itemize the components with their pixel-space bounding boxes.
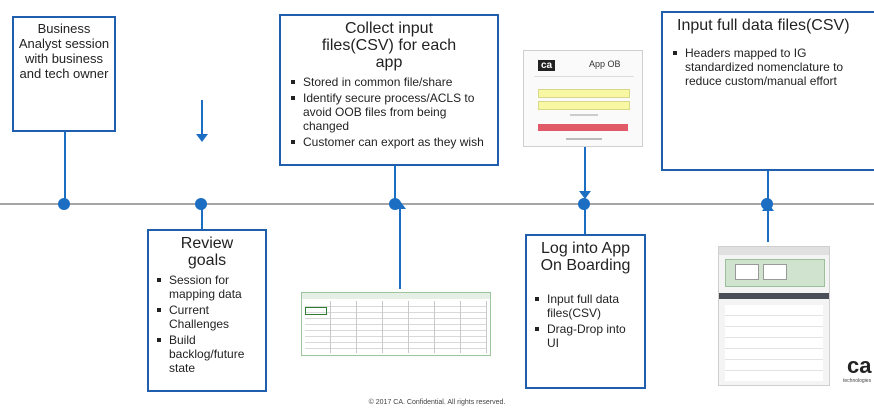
login-screenshot: ca App OB: [523, 50, 643, 147]
log-into-app-title: Log into App On Boarding: [540, 240, 631, 274]
footer-copyright: © 2017 CA. Confidential. All rights rese…: [368, 399, 506, 406]
connector-1: [64, 130, 66, 203]
list-item: Identify secure process/ACLS to avoid OO…: [291, 91, 491, 133]
ca-corner-subtext: technologies: [843, 378, 872, 384]
box-ba-session: Business Analyst session with business a…: [12, 16, 116, 132]
timeline-dot-4: [578, 198, 590, 210]
arrow-head-1: [196, 134, 208, 142]
connector-arrow-2: [399, 205, 401, 289]
timeline-line: [0, 203, 874, 205]
spreadsheet-screenshot: [301, 292, 491, 356]
timeline-dot-1: [58, 198, 70, 210]
app-ui-list: [725, 305, 823, 381]
log-into-app-list: Input full data files(CSV) Drag-Drop int…: [531, 292, 640, 350]
ba-session-text: Business Analyst session with business a…: [18, 21, 110, 81]
ca-logo: ca: [538, 60, 556, 71]
login-divider: [534, 76, 634, 77]
list-item: Session for mapping data: [157, 273, 261, 301]
list-item: Stored in common file/share: [291, 75, 491, 89]
input-full-data-list: Headers mapped to IG standardized nomenc…: [669, 46, 870, 88]
remember-text: [570, 114, 598, 116]
collect-input-list: Stored in common file/share Identify sec…: [287, 75, 491, 149]
app-ui-topbar: [719, 247, 829, 255]
review-goals-list: Session for mapping data Current Challen…: [153, 273, 261, 375]
list-item: Current Challenges: [157, 303, 261, 331]
ca-corner-logo: ca: [847, 353, 872, 378]
collect-input-title: Collect input files(CSV) for each app: [321, 20, 457, 71]
box-input-full-data: Input full data files(CSV) Headers mappe…: [661, 11, 874, 171]
connector-arrow-4: [767, 206, 769, 242]
connector-4: [584, 205, 586, 235]
input-full-data-title: Input full data files(CSV): [677, 17, 850, 34]
arrow-head-3: [579, 191, 591, 199]
list-item: Customer can export as they wish: [291, 135, 491, 149]
login-button[interactable]: [538, 124, 628, 131]
connector-3: [394, 162, 396, 203]
list-item: Input full data files(CSV): [535, 292, 640, 320]
review-goals-title: Review goals: [180, 235, 234, 269]
list-item: Drag-Drop into UI: [535, 322, 640, 350]
app-ui-nav-bar: [719, 293, 829, 299]
box-log-into-app: Log into App On Boarding Input full data…: [525, 234, 646, 389]
app-ui-card-2[interactable]: [763, 264, 787, 280]
username-field[interactable]: [538, 89, 630, 98]
connector-arrow-1: [201, 100, 203, 136]
connector-2: [201, 205, 203, 231]
login-app-name: App OB: [589, 59, 621, 69]
timeline-dot-5: [761, 198, 773, 210]
app-ui-card-1[interactable]: [735, 264, 759, 280]
timeline-dot-2: [195, 198, 207, 210]
forgot-link[interactable]: [566, 138, 602, 140]
sheet-col-lines: [305, 301, 487, 353]
box-review-goals: Review goals Session for mapping data Cu…: [147, 229, 267, 392]
list-item: Headers mapped to IG standardized nomenc…: [673, 46, 870, 88]
app-ui-screenshot: [718, 246, 830, 386]
sheet-selected-cell: [305, 307, 327, 315]
box-collect-input: Collect input files(CSV) for each app St…: [279, 14, 499, 166]
password-field[interactable]: [538, 101, 630, 110]
connector-5: [767, 170, 769, 203]
list-item: Build backlog/future state: [157, 333, 261, 375]
sheet-header-row: [302, 293, 490, 299]
timeline-dot-3: [389, 198, 401, 210]
connector-arrow-3: [584, 147, 586, 193]
